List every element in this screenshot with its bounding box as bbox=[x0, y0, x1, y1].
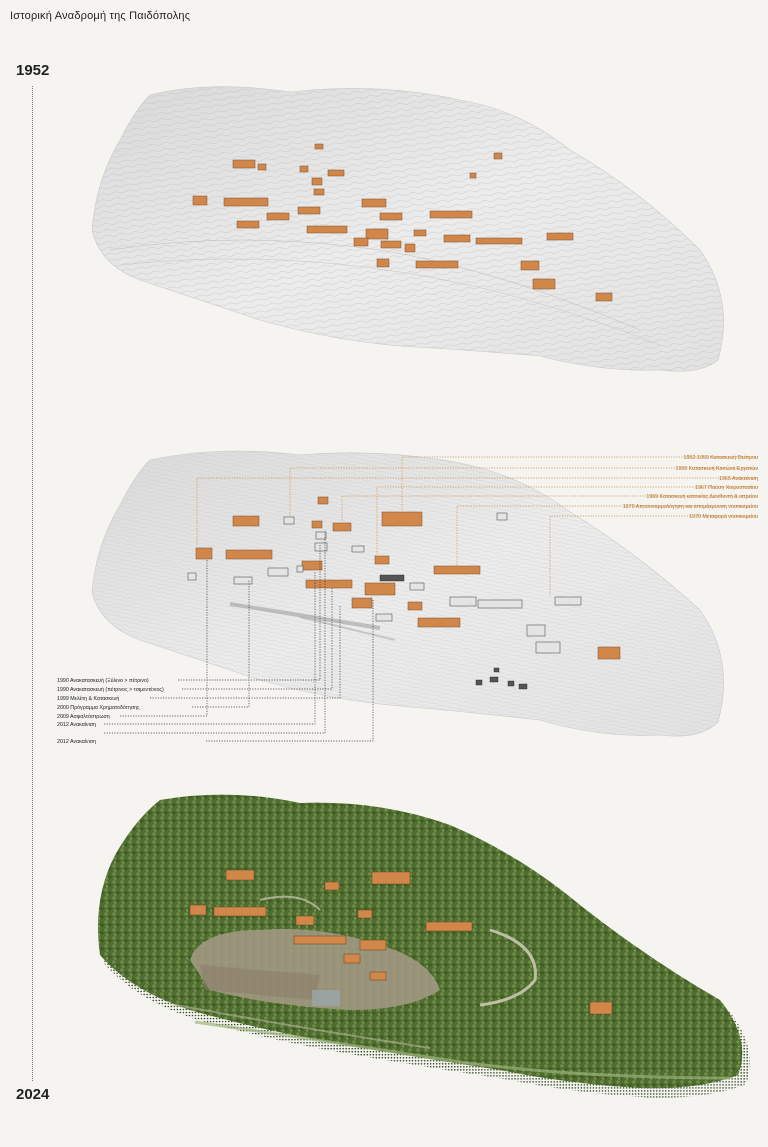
buildings-history bbox=[187, 496, 621, 690]
year-start-label: 1952 bbox=[16, 62, 50, 79]
annotation-left-7: 2012 Ανακαίνιση bbox=[57, 739, 96, 745]
terrain-map-history bbox=[91, 450, 724, 737]
annotation-right-2: 1955 Κατασκευή Κοιτώνα Εργατών bbox=[676, 465, 759, 472]
buildings-1952 bbox=[192, 143, 613, 302]
annotation-right-4: 1967 Παύση Χοιροστασίου bbox=[695, 484, 758, 491]
annotations-right: 1952-1959 Κατασκευή Θεάτρου 1955 Κατασκε… bbox=[623, 454, 759, 520]
terrain-map-1952 bbox=[91, 86, 724, 372]
annotation-leaders-left bbox=[104, 530, 341, 734]
aerial-map-2024 bbox=[97, 794, 750, 1098]
annotation-right-7: 1970 Μεταφορά νοσοκομείου bbox=[689, 513, 758, 520]
annotation-left-2: 1990 Ανακατασκευή (πέτρινος > τσιμεντένι… bbox=[57, 686, 164, 693]
page-title: Ιστορική Αναδρομή της Παιδόπολης bbox=[10, 10, 191, 22]
annotation-right-6: 1970 Αποσυναρμολόγηση και απομάκρυνση νο… bbox=[623, 503, 758, 510]
year-end-label: 2024 bbox=[16, 1086, 50, 1103]
annotation-left-4: 2000 Πρόγραμμα Χρηματοδότησης bbox=[57, 704, 140, 711]
annotation-left-3: 1999 Μελέτη & Κατασκευή bbox=[57, 695, 119, 702]
annotations-left: 1990 Ανακατασκευή (Ξύλινο > πέτρινο) 199… bbox=[57, 677, 164, 745]
annotation-right-3: 1965 Ανακαίνιση bbox=[719, 476, 758, 482]
annotation-left-1: 1990 Ανακατασκευή (Ξύλινο > πέτρινο) bbox=[57, 677, 149, 684]
annotation-left-6: 2012 Ανακαίνιση bbox=[57, 722, 96, 728]
annotation-leaders-right bbox=[196, 456, 758, 597]
timeline-line bbox=[32, 86, 33, 1081]
annotation-left-5: 2009 Ασφαλτόστρωση bbox=[57, 713, 110, 720]
annotation-right-5: 1969 Κατασκευή κατοικίας Διευθυντή & ιατ… bbox=[646, 493, 758, 500]
annotation-leaders-left-2 bbox=[206, 600, 374, 742]
annotation-right-1: 1952-1959 Κατασκευή Θεάτρου bbox=[684, 454, 759, 461]
